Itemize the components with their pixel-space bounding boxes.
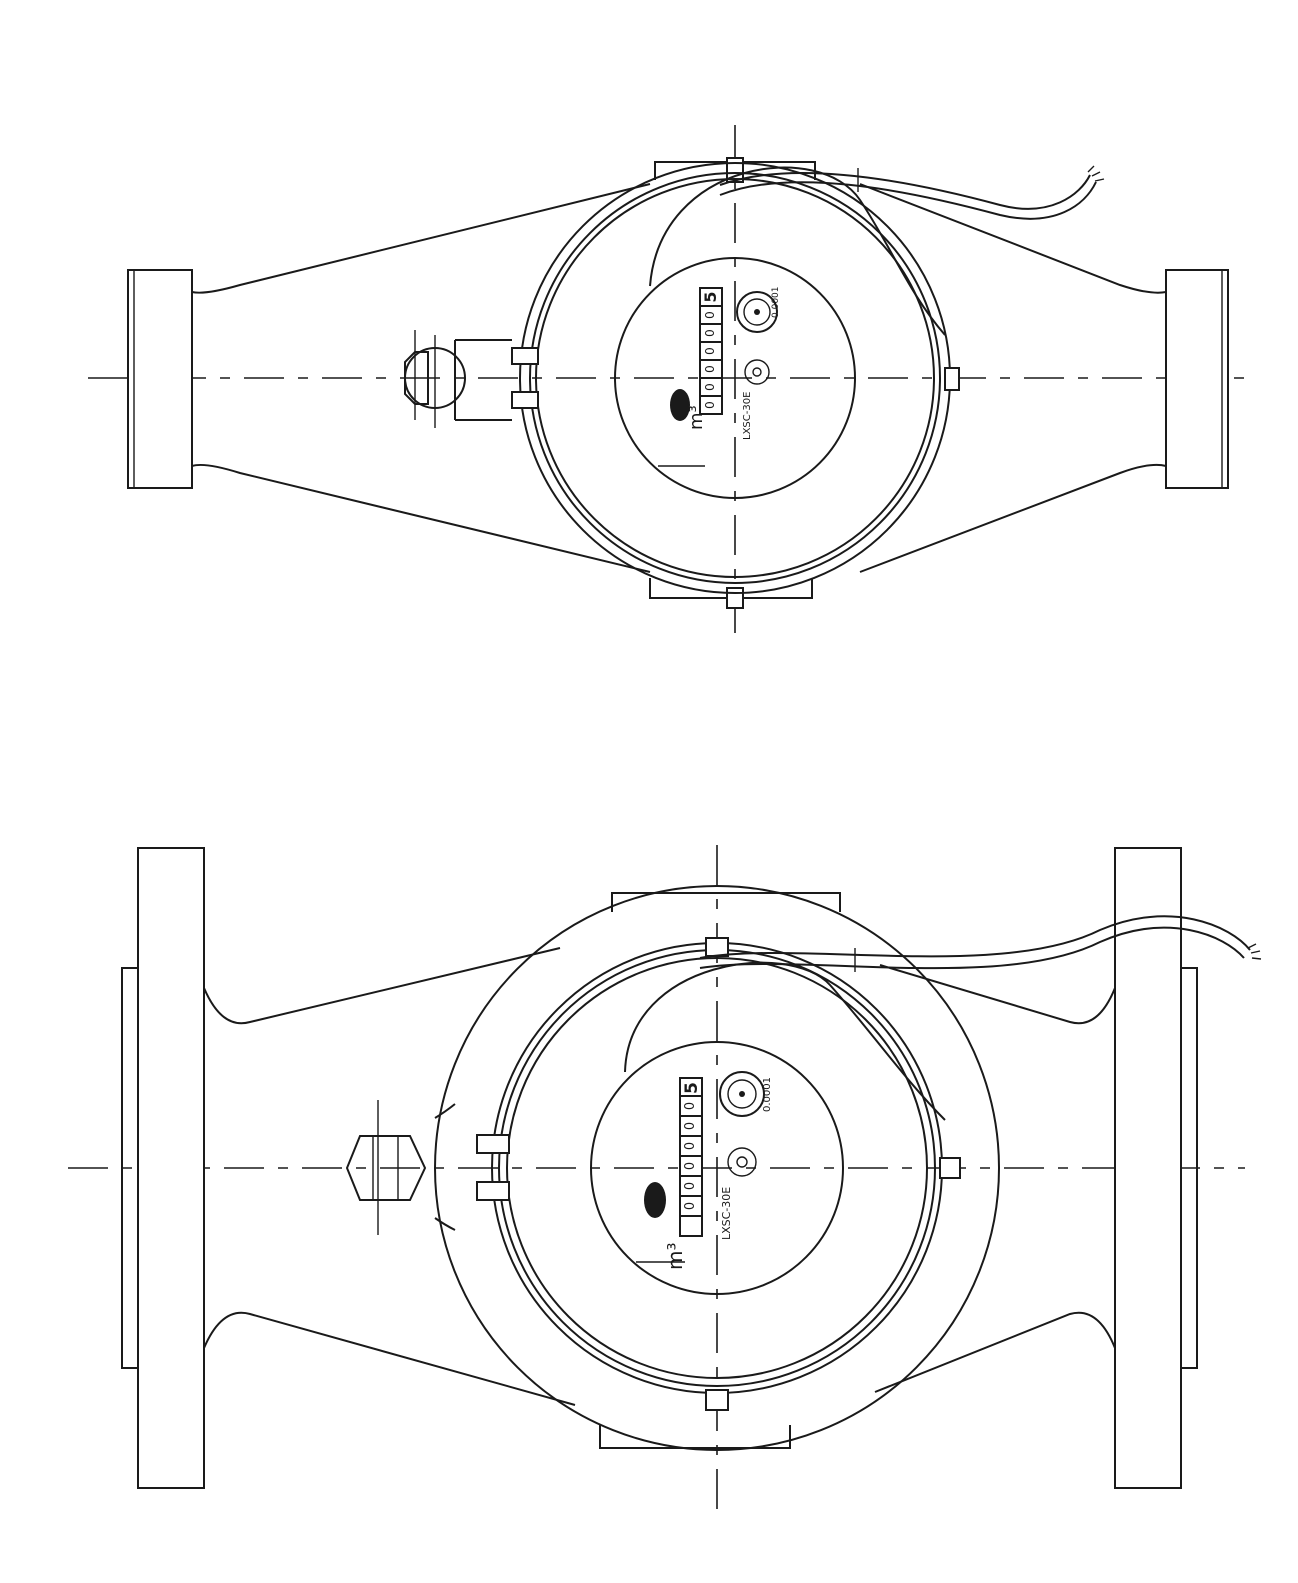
plug-boss (434, 1103, 456, 1231)
digit: 0 (683, 1122, 698, 1130)
bottom-clip (726, 587, 744, 609)
wire-ends (1087, 165, 1105, 182)
star-wheel-icon (727, 1147, 757, 1177)
outer-housing-ring (434, 885, 1000, 1451)
left-flange-face (121, 967, 139, 1369)
hex-plug-icon (345, 1135, 427, 1201)
small-dial-hub (754, 309, 760, 315)
digit-wheels: 0 0 0 0 0 0 5 (679, 1077, 703, 1237)
cable (699, 915, 1251, 959)
lid-ring (535, 178, 935, 578)
left-clip-upper (476, 1134, 510, 1154)
small-dial-inner (727, 1079, 757, 1109)
cable (719, 172, 1091, 210)
model-label: LXSC-30E (720, 1187, 733, 1240)
right-flange-face (1180, 967, 1198, 1369)
cable-lower-edge (699, 926, 1245, 970)
dial-face (614, 257, 856, 499)
left-clip-lower (511, 391, 539, 409)
star-wheel-hub (752, 367, 762, 377)
digit: 0 (683, 1162, 698, 1170)
top-lug (611, 892, 841, 912)
digit: 0 (683, 1182, 698, 1190)
lid-ring (506, 957, 928, 1379)
wire-loop (624, 961, 946, 1121)
body-upper-right (879, 964, 1116, 1025)
bottom-lug (599, 1425, 791, 1449)
digit-wheels: 0 0 0 0 0 0 5 (699, 287, 723, 415)
scale-label: 0.0001 (762, 1077, 773, 1112)
digit-box-top (699, 287, 723, 307)
small-dial-icon (719, 1071, 765, 1117)
right-clip (944, 367, 960, 391)
dial-face (590, 1041, 844, 1295)
small-dial-hub (739, 1091, 745, 1097)
small-dial-inner (743, 298, 771, 326)
body-left-taper (191, 183, 651, 573)
left-clip-upper (511, 347, 539, 365)
body-lower-right (874, 1311, 1116, 1393)
star-wheel-hub (736, 1156, 748, 1168)
right-thread-end (1165, 269, 1229, 489)
digit: 0 (703, 329, 717, 337)
digit-box (679, 1215, 703, 1237)
digit: 0 (703, 383, 717, 391)
right-clip (939, 1157, 961, 1179)
digit: 0 (703, 347, 717, 355)
small-dial-icon (736, 291, 778, 333)
cable-lower-edge (719, 181, 1097, 220)
body-right-taper (859, 183, 1167, 573)
digit-box (699, 395, 723, 415)
digit: 0 (703, 365, 717, 373)
scale-label: 0.0001 (771, 287, 781, 319)
digit: 0 (683, 1202, 698, 1210)
threaded-meter-view: 0 0 0 0 0 0 5 m³ LXSC-30E 0.0001 (88, 125, 1258, 640)
model-label: LXSC-30E (742, 392, 753, 440)
digit: 0 (703, 311, 717, 319)
wire-ends (1247, 943, 1262, 960)
left-thread-end (127, 269, 193, 489)
digit: 0 (703, 401, 717, 409)
inner-housing-ring (529, 172, 941, 584)
top-clip (705, 937, 729, 957)
body-lower-left (203, 1311, 576, 1406)
left-clip-lower (476, 1181, 510, 1201)
unit-label: m³ (686, 405, 707, 430)
brand-logo (670, 389, 690, 421)
plug-boss (454, 339, 512, 421)
left-flange (137, 847, 205, 1489)
top-digit: 5 (701, 291, 720, 302)
unit-label: m³ (663, 1243, 687, 1271)
star-wheel-icon (744, 359, 770, 385)
digit: 0 (683, 1102, 698, 1110)
digit: 0 (683, 1142, 698, 1150)
right-flange (1114, 847, 1182, 1489)
flanged-meter-view: 0 0 0 0 0 0 5 m³ LXSC-30E 0.0001 (68, 845, 1262, 1510)
body-upper-left (203, 947, 561, 1025)
bottom-clip (705, 1389, 729, 1411)
brand-logo (644, 1182, 666, 1218)
top-digit: 5 (682, 1082, 702, 1094)
